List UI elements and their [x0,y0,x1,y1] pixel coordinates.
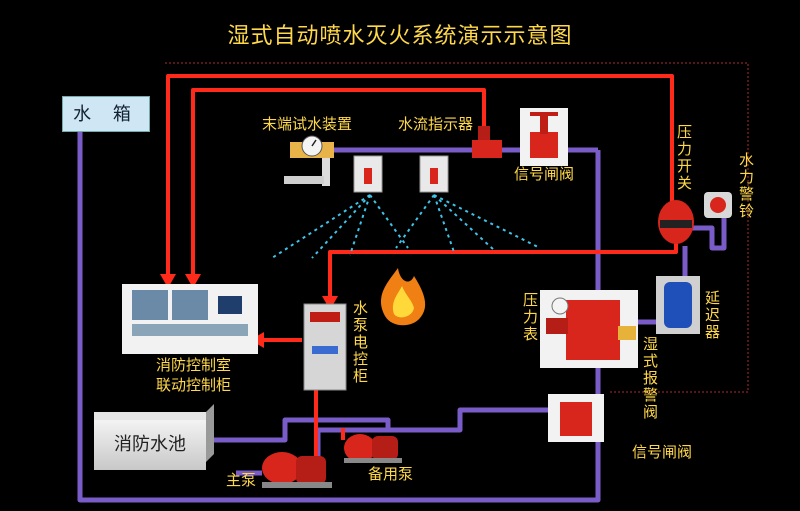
pump-control-cabinet [303,303,347,391]
main-pump [262,452,332,488]
pressure-switch [658,200,694,244]
flow-indicator [472,126,502,158]
signal-arrow-down [322,296,338,310]
standby-pump-label: 备用泵 [368,465,414,483]
water-tank-label: 水 箱 [62,96,150,132]
delay-device-label: 延迟器 [704,289,720,341]
signal-valve-top [520,108,568,166]
boundary-dotted-line [165,62,749,393]
water-alarm-bell-label: 水力警铃 [738,151,754,220]
wet-alarm-valve [540,290,638,368]
control-room-label: 消防控制室 [156,356,232,374]
signal-arrow-left [160,274,176,288]
fire-pool-top [94,412,206,420]
sprinkler-head-right [419,155,449,193]
main-pump-label: 主泵 [226,471,257,489]
wet-alarm-valve-label: 湿式报警阀 [642,335,658,421]
pressure-gauge-label: 压力表 [522,291,538,343]
fire-flame [380,268,426,326]
fire-pool-side [206,404,214,462]
control-room-console [122,284,258,354]
flow-indicator-label: 水流指示器 [398,115,474,133]
fire-pool-label: 消防水池 [94,420,206,470]
sprinkler-head-left [353,155,383,193]
signal-valve-bottom [548,394,604,442]
pressure-switch-label: 压力开关 [676,123,692,192]
water-alarm-bell [704,192,732,218]
signal-valve-top-label: 信号闸阀 [514,165,575,183]
standby-pump [344,434,402,463]
page-title: 湿式自动喷水灭火系统演示示意图 [227,24,573,49]
signal-arrow-right [185,274,201,288]
pump-control-cabinet-label: 水泵电控柜 [352,299,368,385]
linkage-cabinet-label: 联动控制柜 [156,376,232,394]
signal-valve-bottom-label: 信号闸阀 [632,443,693,461]
test-device-label: 末端试水装置 [262,115,353,133]
spray-pattern [271,194,541,259]
test-device [284,135,334,186]
delay-device [656,276,700,334]
